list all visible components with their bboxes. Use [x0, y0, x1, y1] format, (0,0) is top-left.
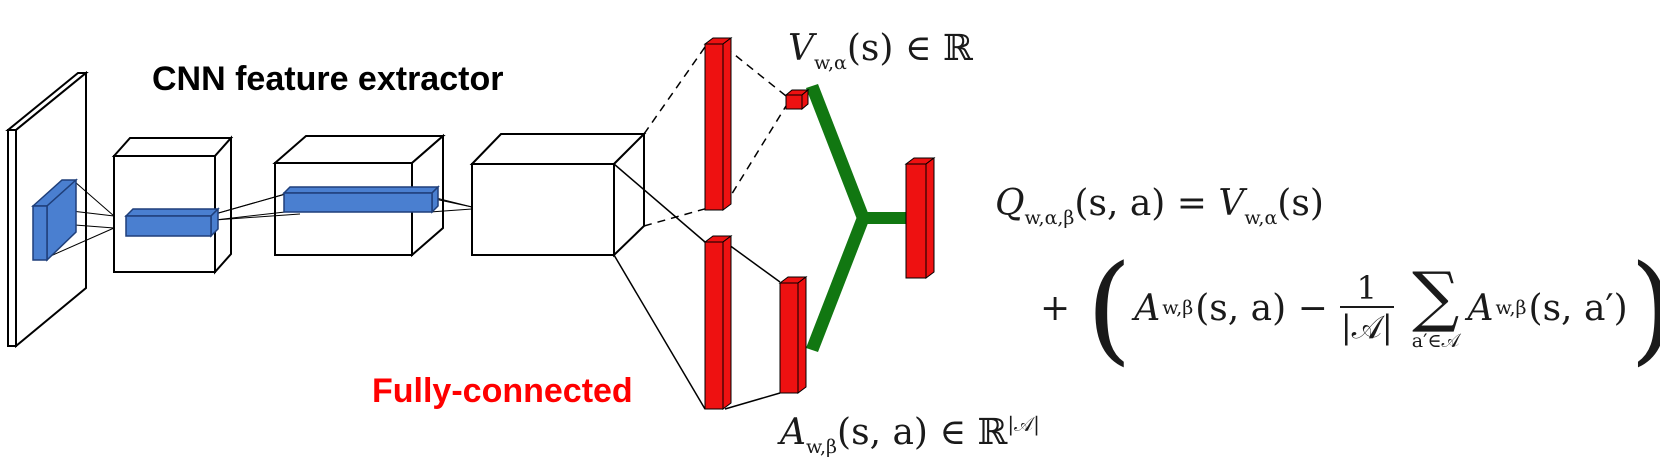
- input-patch: [31, 178, 78, 262]
- q-equation-line1: Qw,α,β(s, a) = Vw,α(s): [995, 183, 1324, 229]
- v-term-symbol: V: [1218, 183, 1245, 224]
- fraction-denominator: |𝒜|: [1340, 308, 1393, 346]
- conv2-patch: [282, 185, 440, 214]
- a-term-symbol: A: [1134, 287, 1161, 329]
- summation-sign: ∑: [1412, 258, 1460, 335]
- fc-value-hidden: [703, 37, 733, 211]
- value-symbol: V: [788, 28, 814, 69]
- fraction-bar: [1339, 306, 1394, 308]
- left-paren: (: [1086, 239, 1133, 377]
- conv1-patch: [124, 207, 220, 238]
- advantage-symbol: A: [780, 412, 806, 453]
- a2-term-subscript: w,β: [1495, 297, 1527, 319]
- advantage-superscript: |𝒜|: [1007, 412, 1040, 436]
- a2-term-symbol: A: [1467, 287, 1494, 329]
- q-subscript: w,α,β: [1024, 207, 1075, 229]
- v-term-subscript: w,α: [1244, 207, 1278, 229]
- value-arg: (s) ∈ ℝ: [846, 28, 973, 69]
- fraction-numerator: 1: [1356, 269, 1377, 307]
- value-subscript: w,α: [814, 52, 847, 74]
- summation-subscript: a′∈𝒜: [1411, 330, 1460, 352]
- fc-connections: [613, 46, 787, 410]
- fc-advantage-output: [778, 276, 808, 394]
- conv-block-3: [469, 131, 647, 258]
- a2-term-arg: (s, a′): [1528, 287, 1628, 329]
- advantage-stream-label: Aw,β(s, a) ∈ ℝ|𝒜|: [780, 412, 1040, 458]
- fc-value-output: [784, 88, 810, 111]
- advantage-arg: (s, a) ∈ ℝ: [837, 412, 1008, 453]
- plus-sign: +: [1040, 287, 1071, 329]
- conv-block-1: [111, 135, 234, 275]
- merge-aggregator: [806, 84, 906, 352]
- right-paren: ): [1630, 249, 1660, 367]
- fully-connected-label: Fully-connected: [372, 372, 633, 410]
- value-stream-label: Vw,α(s) ∈ ℝ: [788, 28, 973, 74]
- cnn-feature-extractor-label: CNN feature extractor: [152, 60, 504, 98]
- advantage-subscript: w,β: [806, 436, 838, 458]
- v-term-arg: (s): [1277, 183, 1324, 224]
- q-symbol: Q: [995, 183, 1025, 224]
- summation: ∑ a′∈𝒜: [1411, 258, 1460, 353]
- a-term-arg: (s, a) −: [1195, 287, 1328, 329]
- fc-q-output: [904, 157, 936, 279]
- fraction: 1 |𝒜|: [1339, 269, 1394, 346]
- a-term-subscript: w,β: [1162, 297, 1194, 319]
- fc-advantage-hidden: [703, 235, 733, 410]
- q-arg: (s, a) =: [1074, 183, 1207, 224]
